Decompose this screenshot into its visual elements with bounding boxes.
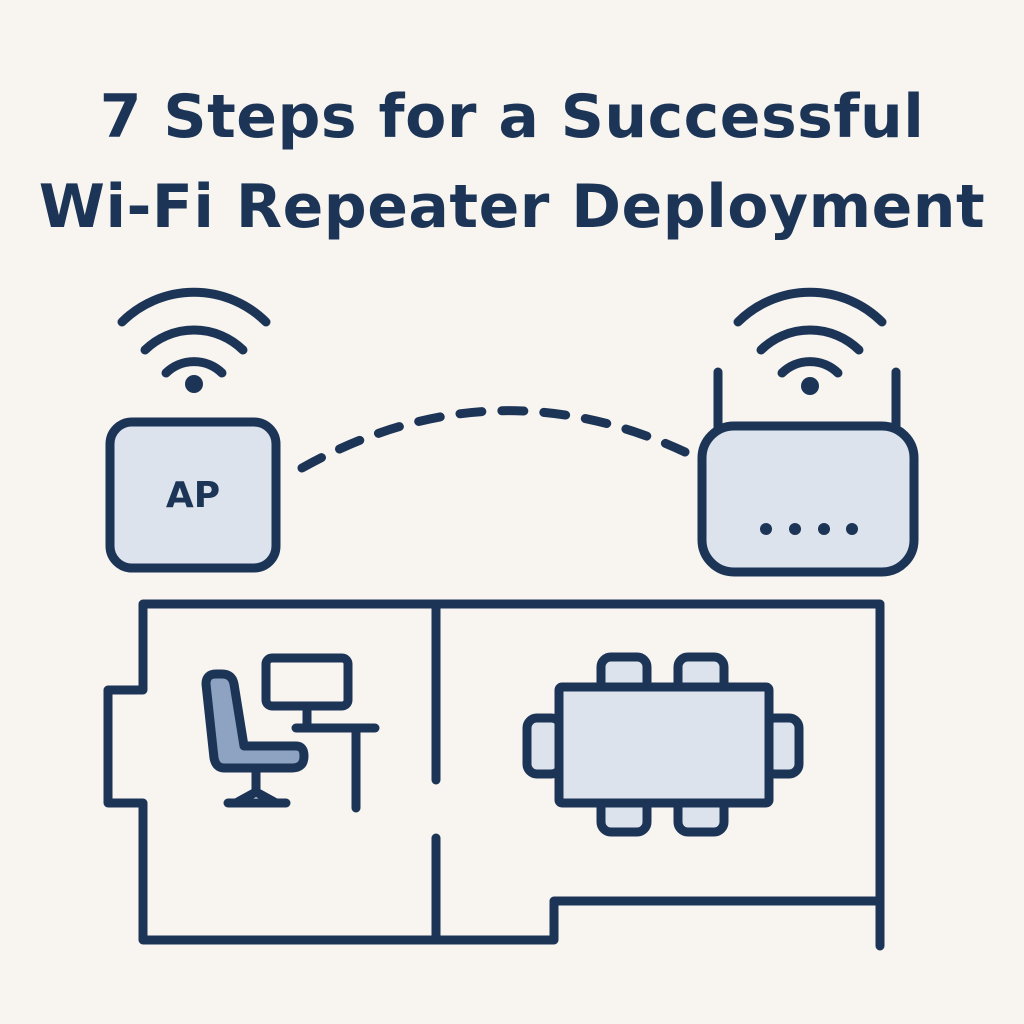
access-point-label: AP — [166, 475, 220, 516]
title-line-1: 7 Steps for a Successful — [99, 82, 925, 152]
desk-icon — [291, 723, 380, 813]
repeater-device — [697, 367, 919, 577]
office-chair-icon — [201, 669, 309, 808]
ap-wifi-signal-icon — [117, 287, 271, 393]
repeater-wifi-signal-icon — [733, 287, 887, 395]
access-point-device: AP — [105, 417, 281, 573]
floor-plan — [103, 599, 885, 951]
conference-table-icon — [522, 652, 804, 837]
repeater-indicator-lights — [760, 523, 858, 535]
monitor-icon — [261, 653, 353, 731]
table — [554, 682, 774, 808]
wireless-link-dashed-line — [297, 406, 690, 473]
outer-wall — [103, 599, 885, 951]
page-title: 7 Steps for a Successful Wi-Fi Repeater … — [0, 72, 1024, 252]
office-workstation — [201, 653, 380, 813]
title-line-2: Wi-Fi Repeater Deployment — [38, 172, 986, 242]
